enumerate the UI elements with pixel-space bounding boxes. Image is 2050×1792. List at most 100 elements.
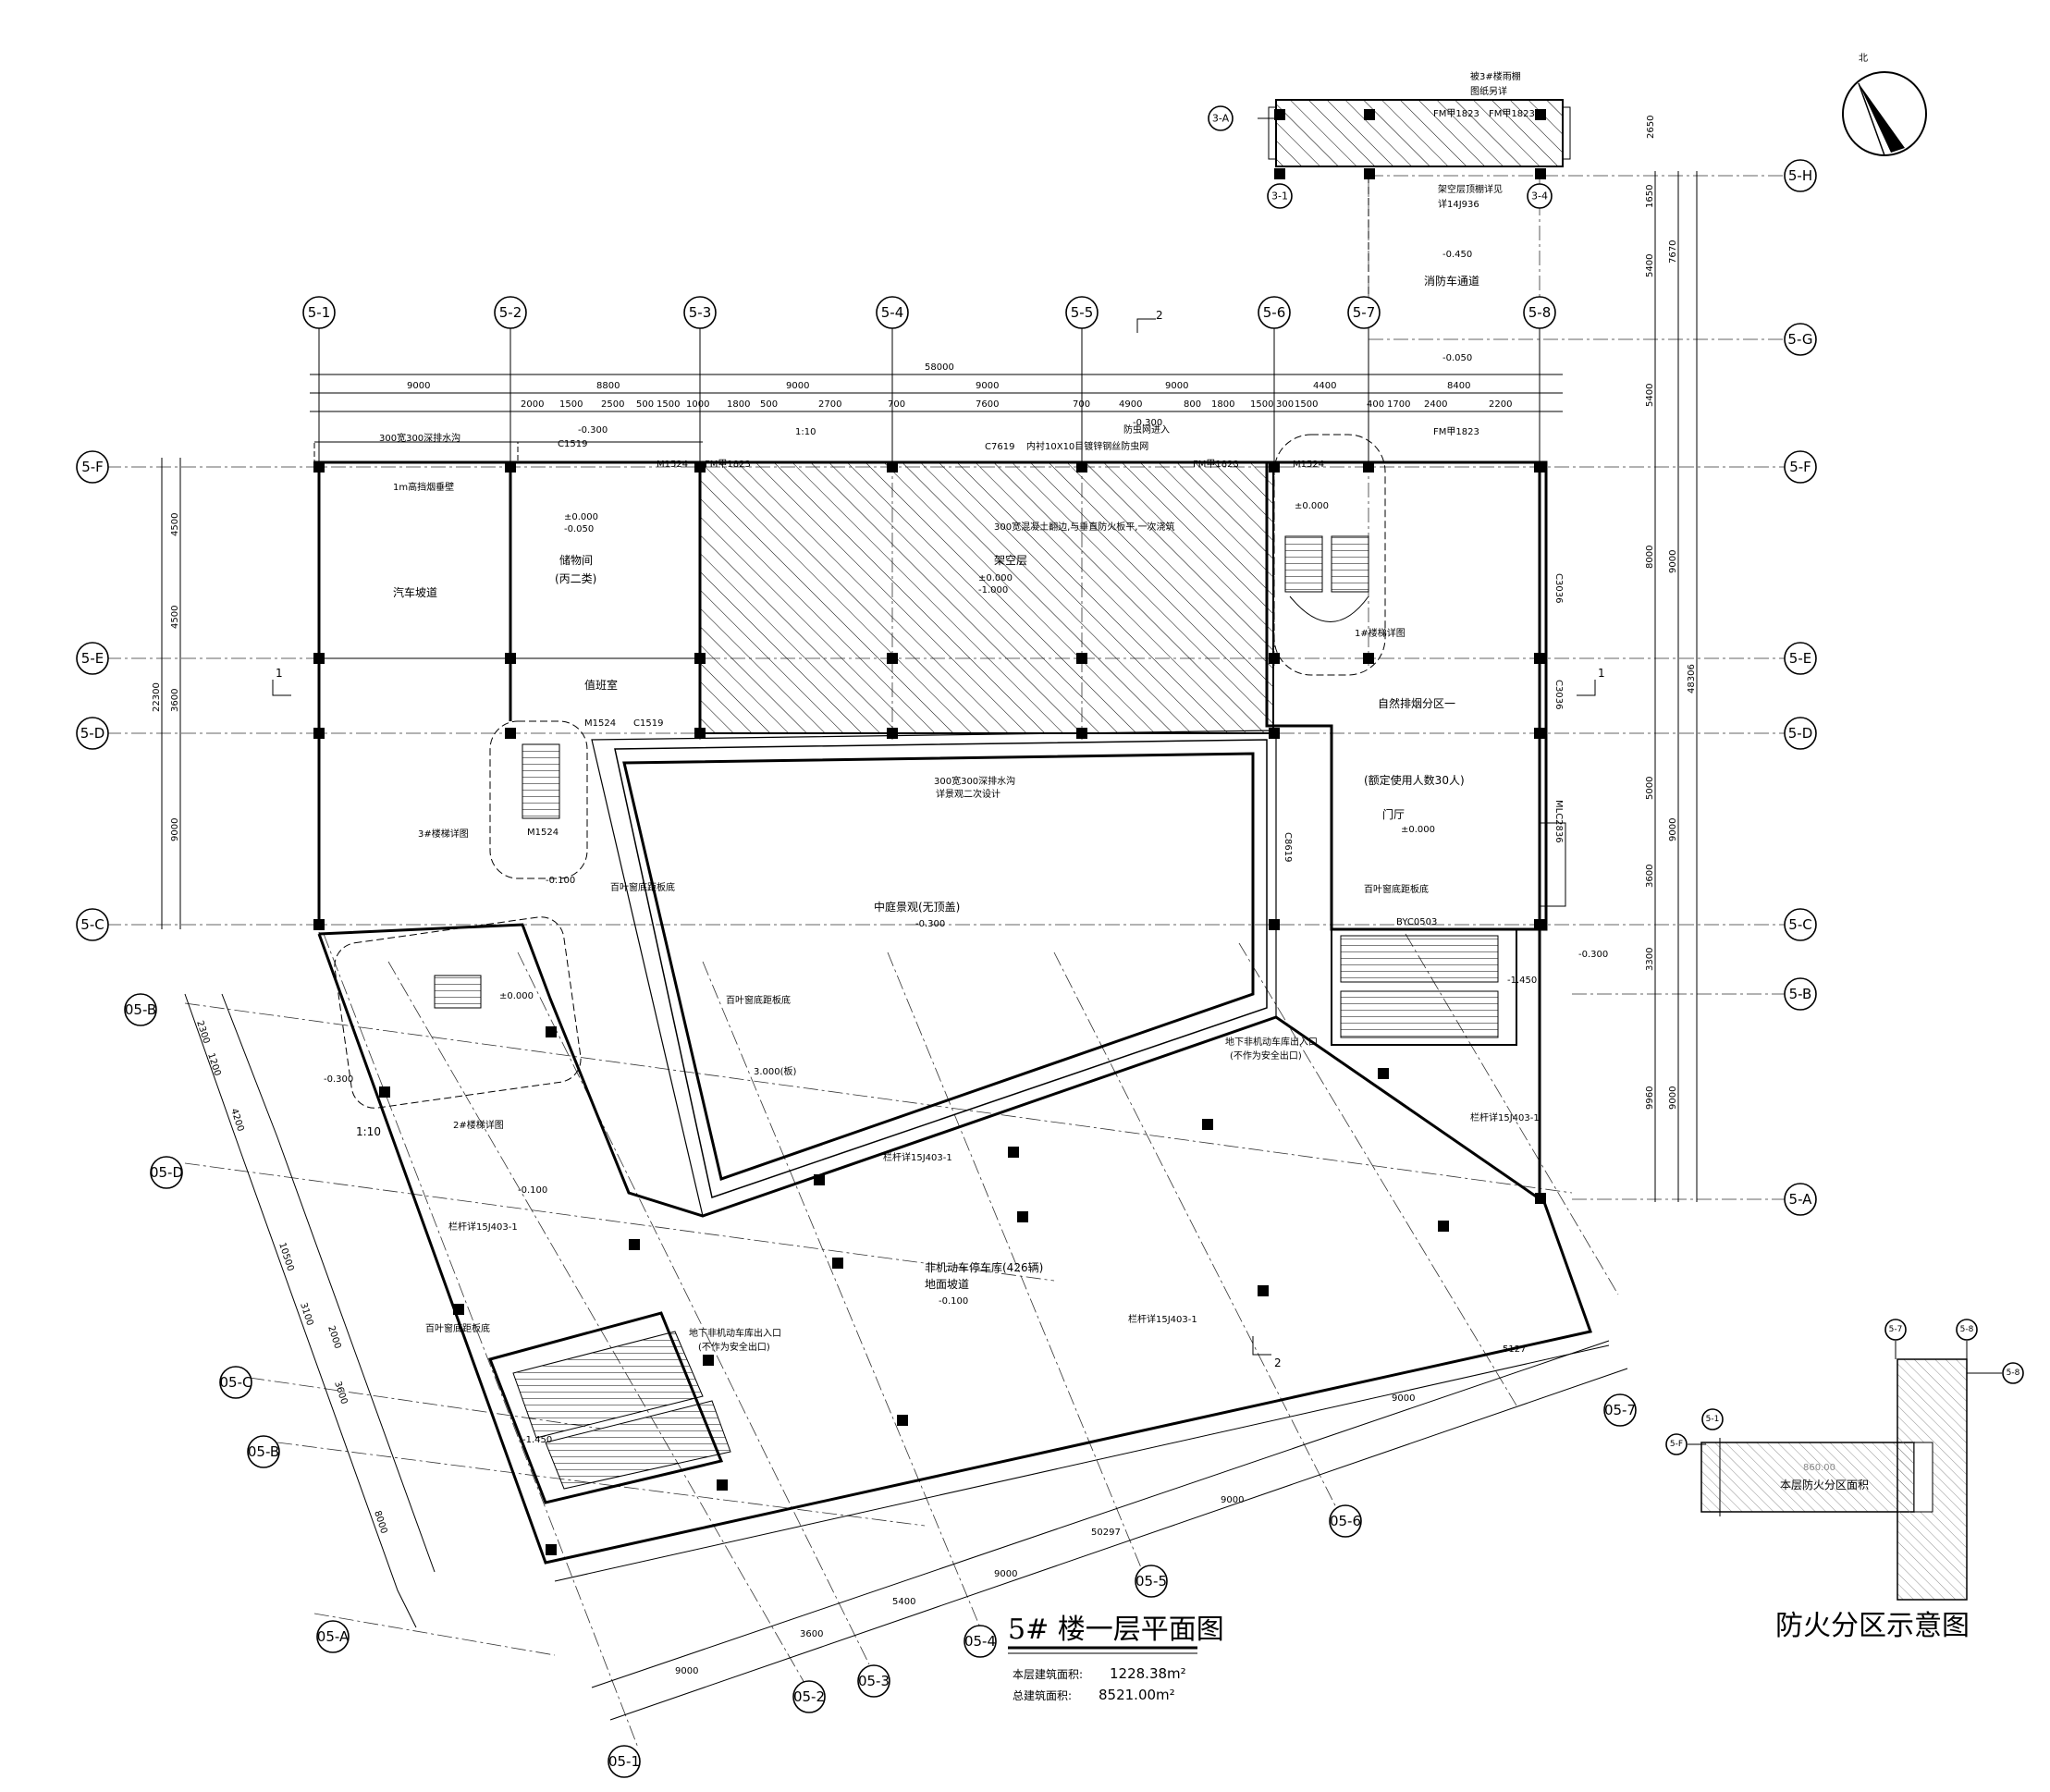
svg-text:5-1: 5-1: [1706, 1415, 1720, 1424]
axis-bubble: 5-C: [1784, 908, 1817, 941]
svg-text:5-5: 5-5: [1071, 304, 1094, 321]
dim-left-diag: 1200: [205, 1052, 222, 1078]
bike-exit-left: 地下非机动车库出入口: [689, 1327, 781, 1339]
dim-bottom: 5400: [892, 1597, 915, 1607]
window-tag: C3036: [1553, 680, 1564, 709]
window-tag: C1519: [558, 439, 587, 449]
axis-bubble: 5-8: [1956, 1319, 1978, 1341]
axis-bubble: 5-5: [1065, 296, 1099, 329]
storage-level: -0.050: [564, 524, 594, 534]
dim-bottom: 9000: [1221, 1495, 1244, 1505]
dim-sub: 2700: [818, 399, 841, 410]
svg-text:5-7: 5-7: [1889, 1325, 1903, 1334]
window-tag: BYC0503: [1396, 917, 1437, 927]
level-note: 3.000(板): [754, 1065, 797, 1077]
dim-bay: 4400: [1313, 381, 1336, 391]
axis-bubble: 05-A: [316, 1620, 350, 1653]
section-mark: 1: [1598, 667, 1605, 680]
section-mark: 1: [276, 667, 283, 680]
door-tag: M1524: [527, 828, 559, 838]
stair-note: 3#楼梯详图: [418, 828, 469, 840]
dim-sub: 1700: [1387, 399, 1410, 410]
floor-area-label: 本层建筑面积:: [1013, 1667, 1083, 1681]
svg-text:5-D: 5-D: [80, 725, 105, 742]
dim-left: 9000: [170, 818, 180, 841]
fire-zone-area-label: 本层防火分区面积: [1780, 1478, 1869, 1491]
door-tag: MLC2836: [1553, 800, 1564, 843]
dim-right-big: 9000: [1668, 818, 1678, 841]
stair-3: [489, 720, 588, 879]
axis-bubble: 5-E: [76, 642, 109, 675]
dim-left-diag: 3100: [298, 1302, 314, 1328]
svg-text:3-1: 3-1: [1271, 190, 1288, 203]
title-block: 5# 楼一层平面图 本层建筑面积: 1228.38m² 总建筑面积: 8521.…: [1008, 1614, 1224, 1703]
axis-bubbles-canopy: 3-A 3-1 3-4: [1208, 105, 1553, 209]
bike-exit-right-note: (不作为安全出口): [1230, 1049, 1302, 1062]
svg-text:5-C: 5-C: [1788, 916, 1811, 933]
window-tag: C3036: [1553, 573, 1564, 603]
dim-right: 1650: [1645, 185, 1655, 208]
door-tag: M1524: [584, 718, 616, 729]
railing-note: 栏杆详15J403-1: [883, 1151, 952, 1163]
level-note: -0.100: [518, 1185, 547, 1196]
dim-right-big: 9000: [1668, 1086, 1678, 1110]
dim-right: 5000: [1645, 777, 1655, 800]
svg-text:3-4: 3-4: [1531, 190, 1548, 203]
duty-room-label: 值班室: [584, 678, 618, 692]
north-arrow: 北: [1842, 53, 1927, 156]
axis-bubble: 5-1: [1701, 1408, 1724, 1430]
axis-bubble: 05-7: [1603, 1393, 1637, 1427]
dim-bay: 9000: [976, 381, 999, 391]
drain-note: 300宽300深排水沟: [379, 432, 460, 444]
axis-bubble: 5-C: [76, 908, 109, 941]
axis-bubble: 5-H: [1784, 159, 1817, 192]
fm-door-top-a: FM甲1823: [1433, 109, 1479, 119]
dim-sub: 1800: [727, 399, 750, 410]
bike-parking-label: 非机动车停车库(426辆): [925, 1260, 1043, 1274]
axis-bubble: 5-G: [1784, 323, 1817, 356]
ventilation-note: 百叶窗底距板底: [610, 881, 675, 893]
scale-note: 1:10: [356, 1125, 381, 1138]
annotation-notes: 300宽300深排水沟 1m高挡烟垂壁 300宽300深排水沟 详景观二次设计 …: [324, 418, 1608, 1445]
axis-bubble: 05-2: [792, 1680, 826, 1713]
railing-note: 栏杆详15J403-1: [1128, 1313, 1197, 1325]
svg-text:5-E: 5-E: [1789, 650, 1811, 667]
storage-class-label: (丙二类): [555, 572, 596, 585]
axis-bubble: 5-4: [876, 296, 909, 329]
svg-text:5-F: 5-F: [1670, 1440, 1683, 1449]
level-note: -1.450: [1507, 976, 1537, 986]
canopy-note-1: 架空层顶棚详见: [1438, 183, 1503, 195]
canopy-note-3: 被3#楼雨棚: [1470, 70, 1521, 82]
drain-note: 详景观二次设计: [936, 788, 1000, 800]
bike-exit-right: 地下非机动车库出入口: [1225, 1036, 1318, 1048]
dim-bottom: 3600: [800, 1629, 823, 1639]
dim-left-diag: 2000: [325, 1325, 342, 1351]
dim-bottom: 50297: [1091, 1528, 1121, 1538]
dim-sub: 500: [760, 399, 778, 410]
dim-bottom: 9000: [675, 1666, 698, 1676]
section-marks: 1 1 2 2: [272, 309, 1605, 1369]
svg-text:05-A: 05-A: [317, 1628, 350, 1645]
mesh-note: 内衬10X10目镀锌钢丝防虫网: [1026, 440, 1148, 452]
window-tag: C1519: [633, 718, 663, 729]
svg-text:5-C: 5-C: [80, 916, 104, 933]
dim-left-total: 22300: [152, 682, 162, 712]
door-window-tags: C1519 C1519 M1524 M1524 M1524 M1524 FM甲1…: [527, 427, 1564, 927]
section-mark: 2: [1156, 309, 1163, 322]
dim-bay: 9000: [1165, 381, 1188, 391]
dim-sub: 1500: [657, 399, 680, 410]
fire-lane: 消防车通道 -0.450 -0.050: [1368, 176, 1479, 467]
dim-right-total: 48306: [1687, 664, 1697, 693]
storage-label: 储物间: [559, 553, 593, 567]
ventilation-note: 百叶窗底距板底: [1364, 883, 1429, 895]
dim-bottom: 9000: [994, 1569, 1017, 1579]
axis-bubbles-diagonal: 05-B 05-D 05-C 05-B 05-A 05-1 05-2 05-3 …: [124, 993, 1637, 1778]
door-tag: M1524: [1293, 460, 1324, 470]
dim-left-diag: 8000: [372, 1510, 388, 1536]
dim-bay: 9000: [786, 381, 809, 391]
dim-sub: 1500: [1250, 399, 1273, 410]
dim-left-diag: 2300: [194, 1020, 211, 1046]
entry-note: 防虫网进入: [1123, 423, 1170, 436]
svg-text:05-2: 05-2: [793, 1688, 825, 1705]
